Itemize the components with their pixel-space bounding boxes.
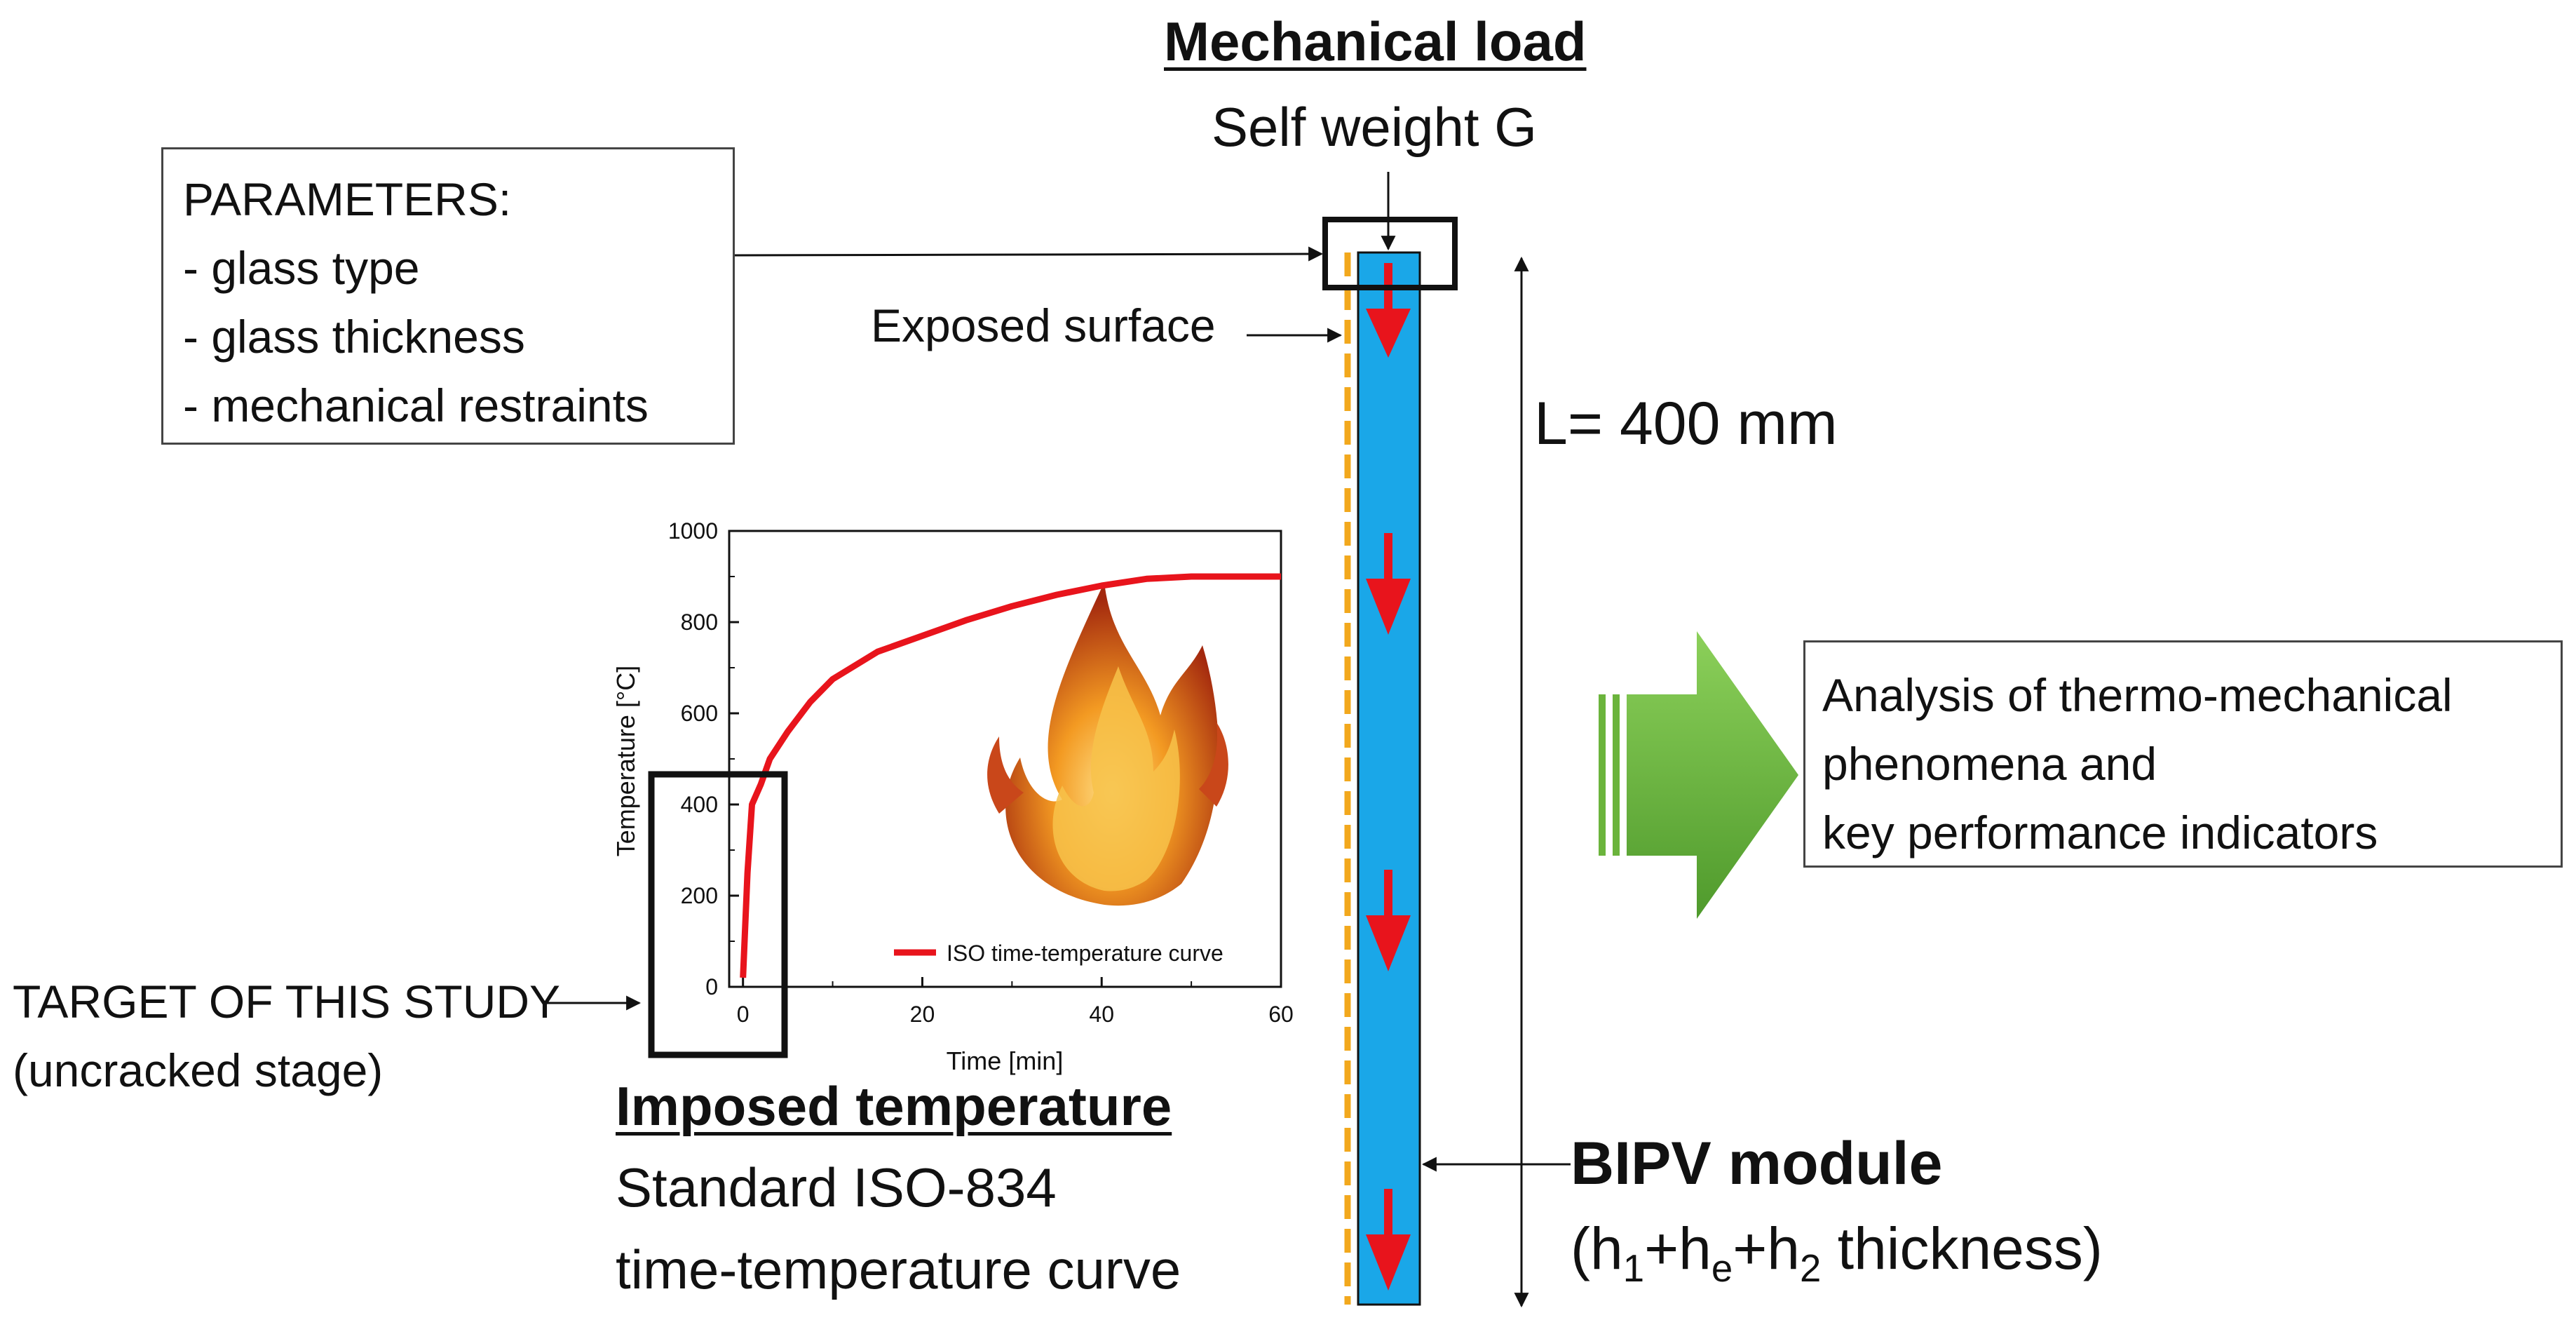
analysis-line: key performance indicators bbox=[1822, 807, 2378, 858]
iso-curve-line bbox=[740, 573, 1281, 978]
y-axis-tick-labels: 0 200 400 600 800 1000 bbox=[668, 518, 718, 999]
y-tick-label: 1000 bbox=[668, 518, 718, 544]
thickness-sub: e bbox=[1711, 1246, 1733, 1290]
y-tick-label: 0 bbox=[705, 974, 718, 999]
top-restraint-box bbox=[1322, 217, 1458, 290]
legend-label: ISO time-temperature curve bbox=[947, 941, 1223, 966]
parameter-item: - glass type bbox=[183, 242, 420, 294]
self-weight-label: Self weight G bbox=[1212, 96, 1537, 158]
target-sublabel: (uncracked stage) bbox=[13, 1044, 384, 1096]
thickness-sub: 1 bbox=[1622, 1246, 1645, 1290]
target-stage-box bbox=[648, 771, 788, 1058]
length-label: L= 400 mm bbox=[1534, 390, 1838, 457]
thickness-part: +h bbox=[1733, 1215, 1801, 1281]
parameter-item: - glass thickness bbox=[183, 311, 525, 363]
x-axis-tick-labels: 0 20 40 60 bbox=[737, 1002, 1294, 1027]
y-axis-ticks bbox=[729, 530, 739, 988]
x-tick-label: 0 bbox=[737, 1002, 750, 1027]
chart-legend: ISO time-temperature curve bbox=[894, 941, 1223, 966]
y-tick-label: 200 bbox=[681, 883, 718, 908]
imposed-temperature-line: time-temperature curve bbox=[616, 1239, 1181, 1300]
y-tick-label: 800 bbox=[681, 610, 718, 635]
parameters-header: PARAMETERS: bbox=[183, 173, 512, 225]
imposed-temperature-title: Imposed temperature bbox=[616, 1075, 1172, 1137]
thickness-part: (h bbox=[1571, 1215, 1623, 1281]
x-tick-label: 40 bbox=[1089, 1002, 1114, 1027]
bipv-thickness-label: (h1+he+h2 thickness) bbox=[1571, 1215, 2103, 1291]
load-arrow bbox=[1366, 263, 1411, 358]
thickness-part: +h bbox=[1644, 1215, 1711, 1281]
analysis-line: phenomena and bbox=[1822, 738, 2157, 790]
y-axis-title: Temperature [°C] bbox=[611, 666, 640, 857]
analysis-line: Analysis of thermo-mechanical bbox=[1822, 669, 2453, 721]
load-arrow bbox=[1366, 870, 1411, 971]
bipv-module-title: BIPV module bbox=[1571, 1130, 1943, 1197]
thickness-sub: 2 bbox=[1800, 1246, 1822, 1290]
green-arrow-icon bbox=[1599, 631, 1798, 919]
load-arrow bbox=[1366, 1189, 1411, 1291]
flame-icon bbox=[987, 582, 1228, 906]
analysis-box: Analysis of thermo-mechanical phenomena … bbox=[1803, 640, 2563, 868]
y-tick-label: 600 bbox=[681, 701, 718, 726]
exposed-surface-label: Exposed surface bbox=[871, 299, 1216, 351]
load-arrow bbox=[1366, 533, 1411, 635]
x-axis-title: Time [min] bbox=[947, 1046, 1064, 1075]
x-tick-label: 60 bbox=[1268, 1002, 1294, 1027]
parameter-item: - mechanical restraints bbox=[183, 379, 649, 431]
self-weight-arrows bbox=[1366, 263, 1411, 1291]
iso-834-chart: 0 200 400 600 800 1000 0 20 40 60 Time [min] Tem… bbox=[611, 518, 1294, 1075]
x-tick-label: 20 bbox=[910, 1002, 935, 1027]
thickness-part: thickness) bbox=[1821, 1215, 2103, 1281]
target-label: TARGET OF THIS STUDY bbox=[13, 976, 561, 1028]
parameters-box: PARAMETERS: - glass type - glass thickne… bbox=[161, 147, 735, 445]
y-tick-label: 400 bbox=[681, 792, 718, 817]
parameters-connector bbox=[734, 246, 1324, 262]
imposed-temperature-line: Standard ISO-834 bbox=[616, 1157, 1057, 1218]
bipv-module-panel bbox=[1357, 251, 1421, 1306]
mechanical-load-title: Mechanical load bbox=[1164, 11, 1587, 72]
x-axis-ticks bbox=[742, 977, 1282, 987]
